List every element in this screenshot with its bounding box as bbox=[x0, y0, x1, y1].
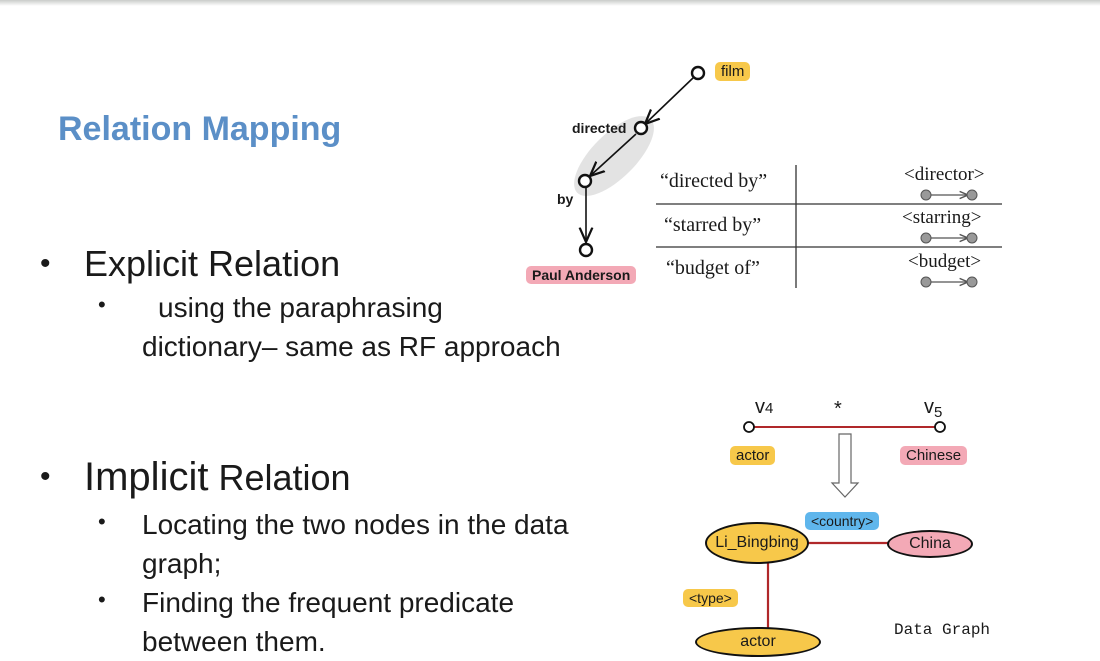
tag-paul-anderson: Paul Anderson bbox=[526, 266, 637, 284]
bullet-dot: • bbox=[98, 292, 106, 317]
bullet-dot: • bbox=[98, 587, 106, 612]
data-graph-caption: Data Graph bbox=[894, 621, 991, 639]
label-v5-sub: 5 bbox=[934, 404, 943, 421]
label-star: * bbox=[834, 398, 842, 420]
label-v5: v5 bbox=[924, 396, 942, 421]
explicit-sub-line1: using the paraphrasing bbox=[158, 292, 443, 323]
node-li-bingbing: Li_Bingbing bbox=[705, 522, 809, 564]
table-predicate-2: <starring> bbox=[902, 207, 982, 228]
node-v5 bbox=[934, 421, 946, 433]
implicit-sub2-line2: between them. bbox=[142, 626, 326, 657]
implicit-sub2-line1: Finding the frequent predicate bbox=[142, 587, 515, 618]
table-predicate-3: <budget> bbox=[908, 251, 982, 272]
explicit-heading: Explicit Relation bbox=[84, 243, 341, 284]
node-v4 bbox=[743, 421, 755, 433]
node-by bbox=[577, 173, 593, 189]
implicit-sub1-line2: graph; bbox=[142, 548, 222, 579]
edge-directed-by bbox=[590, 133, 637, 176]
predicate-edge-budget bbox=[920, 276, 978, 288]
slide-title: Relation Mapping bbox=[58, 110, 342, 148]
tag-film: film bbox=[715, 62, 751, 81]
label-by: by bbox=[557, 191, 574, 207]
label-v4-letter: v bbox=[755, 396, 765, 418]
node-film bbox=[690, 65, 706, 81]
bullet-dot: • bbox=[98, 509, 106, 534]
label-v4: v4 bbox=[755, 396, 773, 419]
implicit-heading-main: Implicit bbox=[84, 455, 209, 499]
tag-type-predicate: <type> bbox=[683, 589, 738, 607]
table-phrase-3: “budget of” bbox=[666, 257, 760, 279]
node-paul bbox=[578, 242, 594, 258]
node-china: China bbox=[887, 530, 973, 558]
tag-chinese: Chinese bbox=[900, 446, 968, 465]
table-predicate-1: <director> bbox=[904, 164, 985, 185]
label-directed: directed bbox=[572, 120, 627, 136]
node-actor: actor bbox=[695, 627, 821, 657]
edge-film-directed bbox=[645, 77, 694, 124]
implicit-heading: Implicit Relation bbox=[84, 455, 351, 500]
tag-country-predicate: <country> bbox=[805, 512, 880, 530]
table-phrase-2: “starred by” bbox=[664, 214, 762, 236]
label-v4-sub: 4 bbox=[765, 400, 774, 417]
implicit-sub1-line1: Locating the two nodes in the data bbox=[142, 509, 569, 540]
implicit-heading-rest: Relation bbox=[208, 457, 351, 498]
label-v5-letter: v bbox=[924, 396, 934, 418]
node-directed bbox=[633, 120, 649, 136]
down-arrow-icon bbox=[830, 433, 860, 498]
bullet-dot: • bbox=[40, 247, 51, 280]
bullet-dot: • bbox=[40, 460, 51, 493]
top-divider bbox=[0, 0, 1100, 6]
explicit-sub-line2: dictionary– same as RF approach bbox=[142, 331, 561, 362]
tag-actor: actor bbox=[730, 446, 776, 465]
predicate-edge-starring bbox=[920, 232, 978, 244]
predicate-edge-director bbox=[920, 189, 978, 201]
table-phrase-1: “directed by” bbox=[660, 170, 768, 192]
